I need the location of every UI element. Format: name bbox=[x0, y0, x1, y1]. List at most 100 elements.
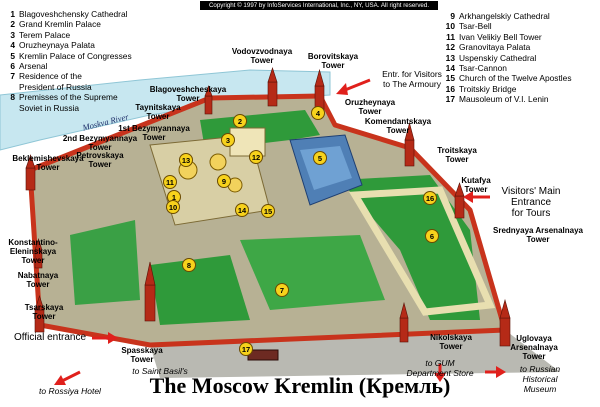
legend-number: 17 bbox=[445, 94, 455, 105]
legend-item: 8 Premisses of the Supreme Soviet in Russ… bbox=[2, 92, 187, 113]
map-marker-4: 4 bbox=[311, 106, 325, 120]
legend-item: 10 Tsar-Bell bbox=[442, 21, 600, 31]
label-kutafya-tower: Kutafya Tower bbox=[461, 176, 491, 194]
legend-number: 9 bbox=[450, 11, 455, 21]
legend-number: 8 bbox=[10, 92, 15, 103]
note-gum: to GUM Department Store bbox=[406, 358, 474, 378]
direction-arrows bbox=[54, 78, 506, 385]
map-marker-9: 9 bbox=[217, 174, 231, 188]
legend-left: 1 Blagoveshchensky Cathedral 2 Grand Kremli… bbox=[2, 9, 187, 113]
legend-number: 13 bbox=[445, 52, 455, 63]
legend-text: Uspenskiy Cathedral bbox=[459, 52, 537, 63]
label-blagoveshchenskaya-tower: Blagoveshcheskaya Tower bbox=[149, 85, 227, 103]
legend-number: 15 bbox=[445, 73, 455, 84]
label-konstantino-eleninskaya-tower: Konstantino- Eleninskaya Tower bbox=[8, 238, 58, 265]
map-marker-8: 8 bbox=[182, 258, 196, 272]
label-beklemishevskaya-tower: Beklemishevskaya Tower bbox=[12, 154, 84, 172]
map-marker-6: 6 bbox=[425, 229, 439, 243]
legend-text: Granovitaya Palata bbox=[459, 42, 531, 53]
label-uglovaya-arsenalnaya-tower: Uglovaya Arsenalnaya Tower bbox=[510, 334, 558, 361]
legend-number: 12 bbox=[445, 42, 455, 53]
copyright-banner: Copyright © 1997 by InfoServices Interna… bbox=[200, 1, 438, 10]
legend-item: 14 Tsar-Cannon bbox=[442, 63, 600, 73]
arsenal bbox=[349, 186, 496, 316]
legend-text: Tsar-Bell bbox=[459, 21, 492, 32]
legend-text: Oruzheynaya Palata bbox=[19, 40, 95, 51]
legend-item: 3 Terem Palace bbox=[2, 30, 187, 40]
label-oruzheynaya-tower: Oruzheynaya Tower bbox=[344, 98, 396, 116]
legend-number: 16 bbox=[445, 83, 455, 94]
note-historical-museum: to Russian Historical Museum bbox=[519, 364, 561, 394]
legend-number: 2 bbox=[10, 19, 15, 30]
label-borovitskaya-tower: Borovitskaya Tower bbox=[307, 52, 359, 70]
legend-number: 4 bbox=[10, 40, 15, 51]
label-tsarskaya-tower: Tsarskaya Tower bbox=[24, 303, 64, 321]
note-visitors-main-entrance: Visitors' Main Entrance for Tours bbox=[501, 186, 561, 219]
label-nabatnaya-tower: Nabatnaya Tower bbox=[17, 271, 59, 289]
legend-number: 10 bbox=[445, 21, 455, 32]
map-marker-14: 14 bbox=[235, 203, 249, 217]
legend-item: 12 Granovitaya Palata bbox=[442, 42, 600, 52]
note-saint-basil: to Saint Basil's bbox=[132, 366, 188, 376]
legend-text: Premisses of the Supreme Soviet in Russi… bbox=[19, 92, 118, 113]
lawn-east bbox=[340, 175, 480, 320]
lawn-south bbox=[150, 255, 250, 325]
legend-item: 4 Oruzheynaya Palata bbox=[2, 40, 187, 50]
note-official-entrance: Official entrance bbox=[13, 332, 87, 343]
legend-item: 2 Grand Kremlin Palace bbox=[2, 19, 187, 29]
legend-item: 13 Uspenskiy Cathedral bbox=[442, 53, 600, 63]
map-marker-7: 7 bbox=[275, 283, 289, 297]
map-marker-2: 2 bbox=[233, 114, 247, 128]
legend-number: 5 bbox=[10, 50, 15, 61]
map-marker-3: 3 bbox=[221, 133, 235, 147]
note-armoury-entrance: Entr. for Visitors to The Armoury bbox=[382, 69, 442, 89]
legend-item: 1 Blagoveshchensky Cathedral bbox=[2, 9, 187, 19]
legend-item: 9 Arkhangelskiy Cathedral bbox=[442, 11, 600, 21]
legend-number: 7 bbox=[10, 71, 15, 82]
legend-number: 6 bbox=[10, 61, 15, 72]
legend-number: 1 bbox=[10, 9, 15, 19]
legend-text: Tsar-Cannon bbox=[459, 63, 507, 74]
legend-text: Blagoveshchensky Cathedral bbox=[19, 9, 128, 19]
legend-text: Kremlin Palace of Congresses bbox=[19, 50, 132, 61]
label-1st-bezymyannaya-tower: 1st Bezymyannaya Tower bbox=[118, 124, 190, 142]
map-marker-12: 12 bbox=[249, 150, 263, 164]
label-vodovzvodnaya-tower: Vodovzvodnaya Tower bbox=[231, 47, 293, 65]
legend-item: 5 Kremlin Palace of Congresses bbox=[2, 51, 187, 61]
map-marker-13: 13 bbox=[179, 153, 193, 167]
note-rossiya-hotel: to Rossiya Hotel bbox=[39, 386, 101, 396]
label-petrovskaya-tower: Petrovskaya Tower bbox=[76, 151, 124, 169]
legend-text: Grand Kremlin Palace bbox=[19, 19, 101, 30]
map-marker-11: 11 bbox=[163, 175, 177, 189]
label-2nd-bezymyannaya-tower: 2nd Bezymyannaya Tower bbox=[62, 134, 138, 152]
label-nikolskaya-tower: Nikolskaya Tower bbox=[430, 333, 472, 351]
tower-marks bbox=[25, 67, 511, 347]
legend-number: 11 bbox=[446, 31, 455, 42]
legend-text: Arsenal bbox=[19, 61, 48, 72]
label-troitskaya-tower: Troitskaya Tower bbox=[437, 146, 477, 164]
legend-item: 6 Arsenal bbox=[2, 61, 187, 71]
map-marker-10: 10 bbox=[166, 200, 180, 214]
map-marker-15: 15 bbox=[261, 204, 275, 218]
legend-text: Terem Palace bbox=[19, 29, 71, 40]
lawn-west bbox=[70, 220, 140, 305]
map-marker-16: 16 bbox=[423, 191, 437, 205]
legend-item: 15 Church of the Twelve Apostles bbox=[442, 73, 600, 83]
label-taynitskaya-tower: Taynitskaya Tower bbox=[135, 103, 181, 121]
legend-text: Mausoleum of V.I. Lenin bbox=[459, 94, 549, 105]
legend-item: 17 Mausoleum of V.I. Lenin bbox=[442, 94, 600, 104]
legend-number: 3 bbox=[10, 29, 15, 40]
legend-text: Arkhangelskiy Cathedral bbox=[459, 11, 550, 21]
label-komendantskaya-tower: Komendantskaya Tower bbox=[364, 117, 432, 135]
legend-text: Church of the Twelve Apostles bbox=[459, 73, 572, 84]
legend-number: 14 bbox=[445, 63, 455, 74]
label-srednyaya-arsenalnaya-tower: Srednyaya Arsenalnaya Tower bbox=[493, 226, 583, 244]
map-marker-17: 17 bbox=[239, 342, 253, 356]
map-title: The Moscow Kremlin (Кремль) bbox=[149, 373, 451, 398]
